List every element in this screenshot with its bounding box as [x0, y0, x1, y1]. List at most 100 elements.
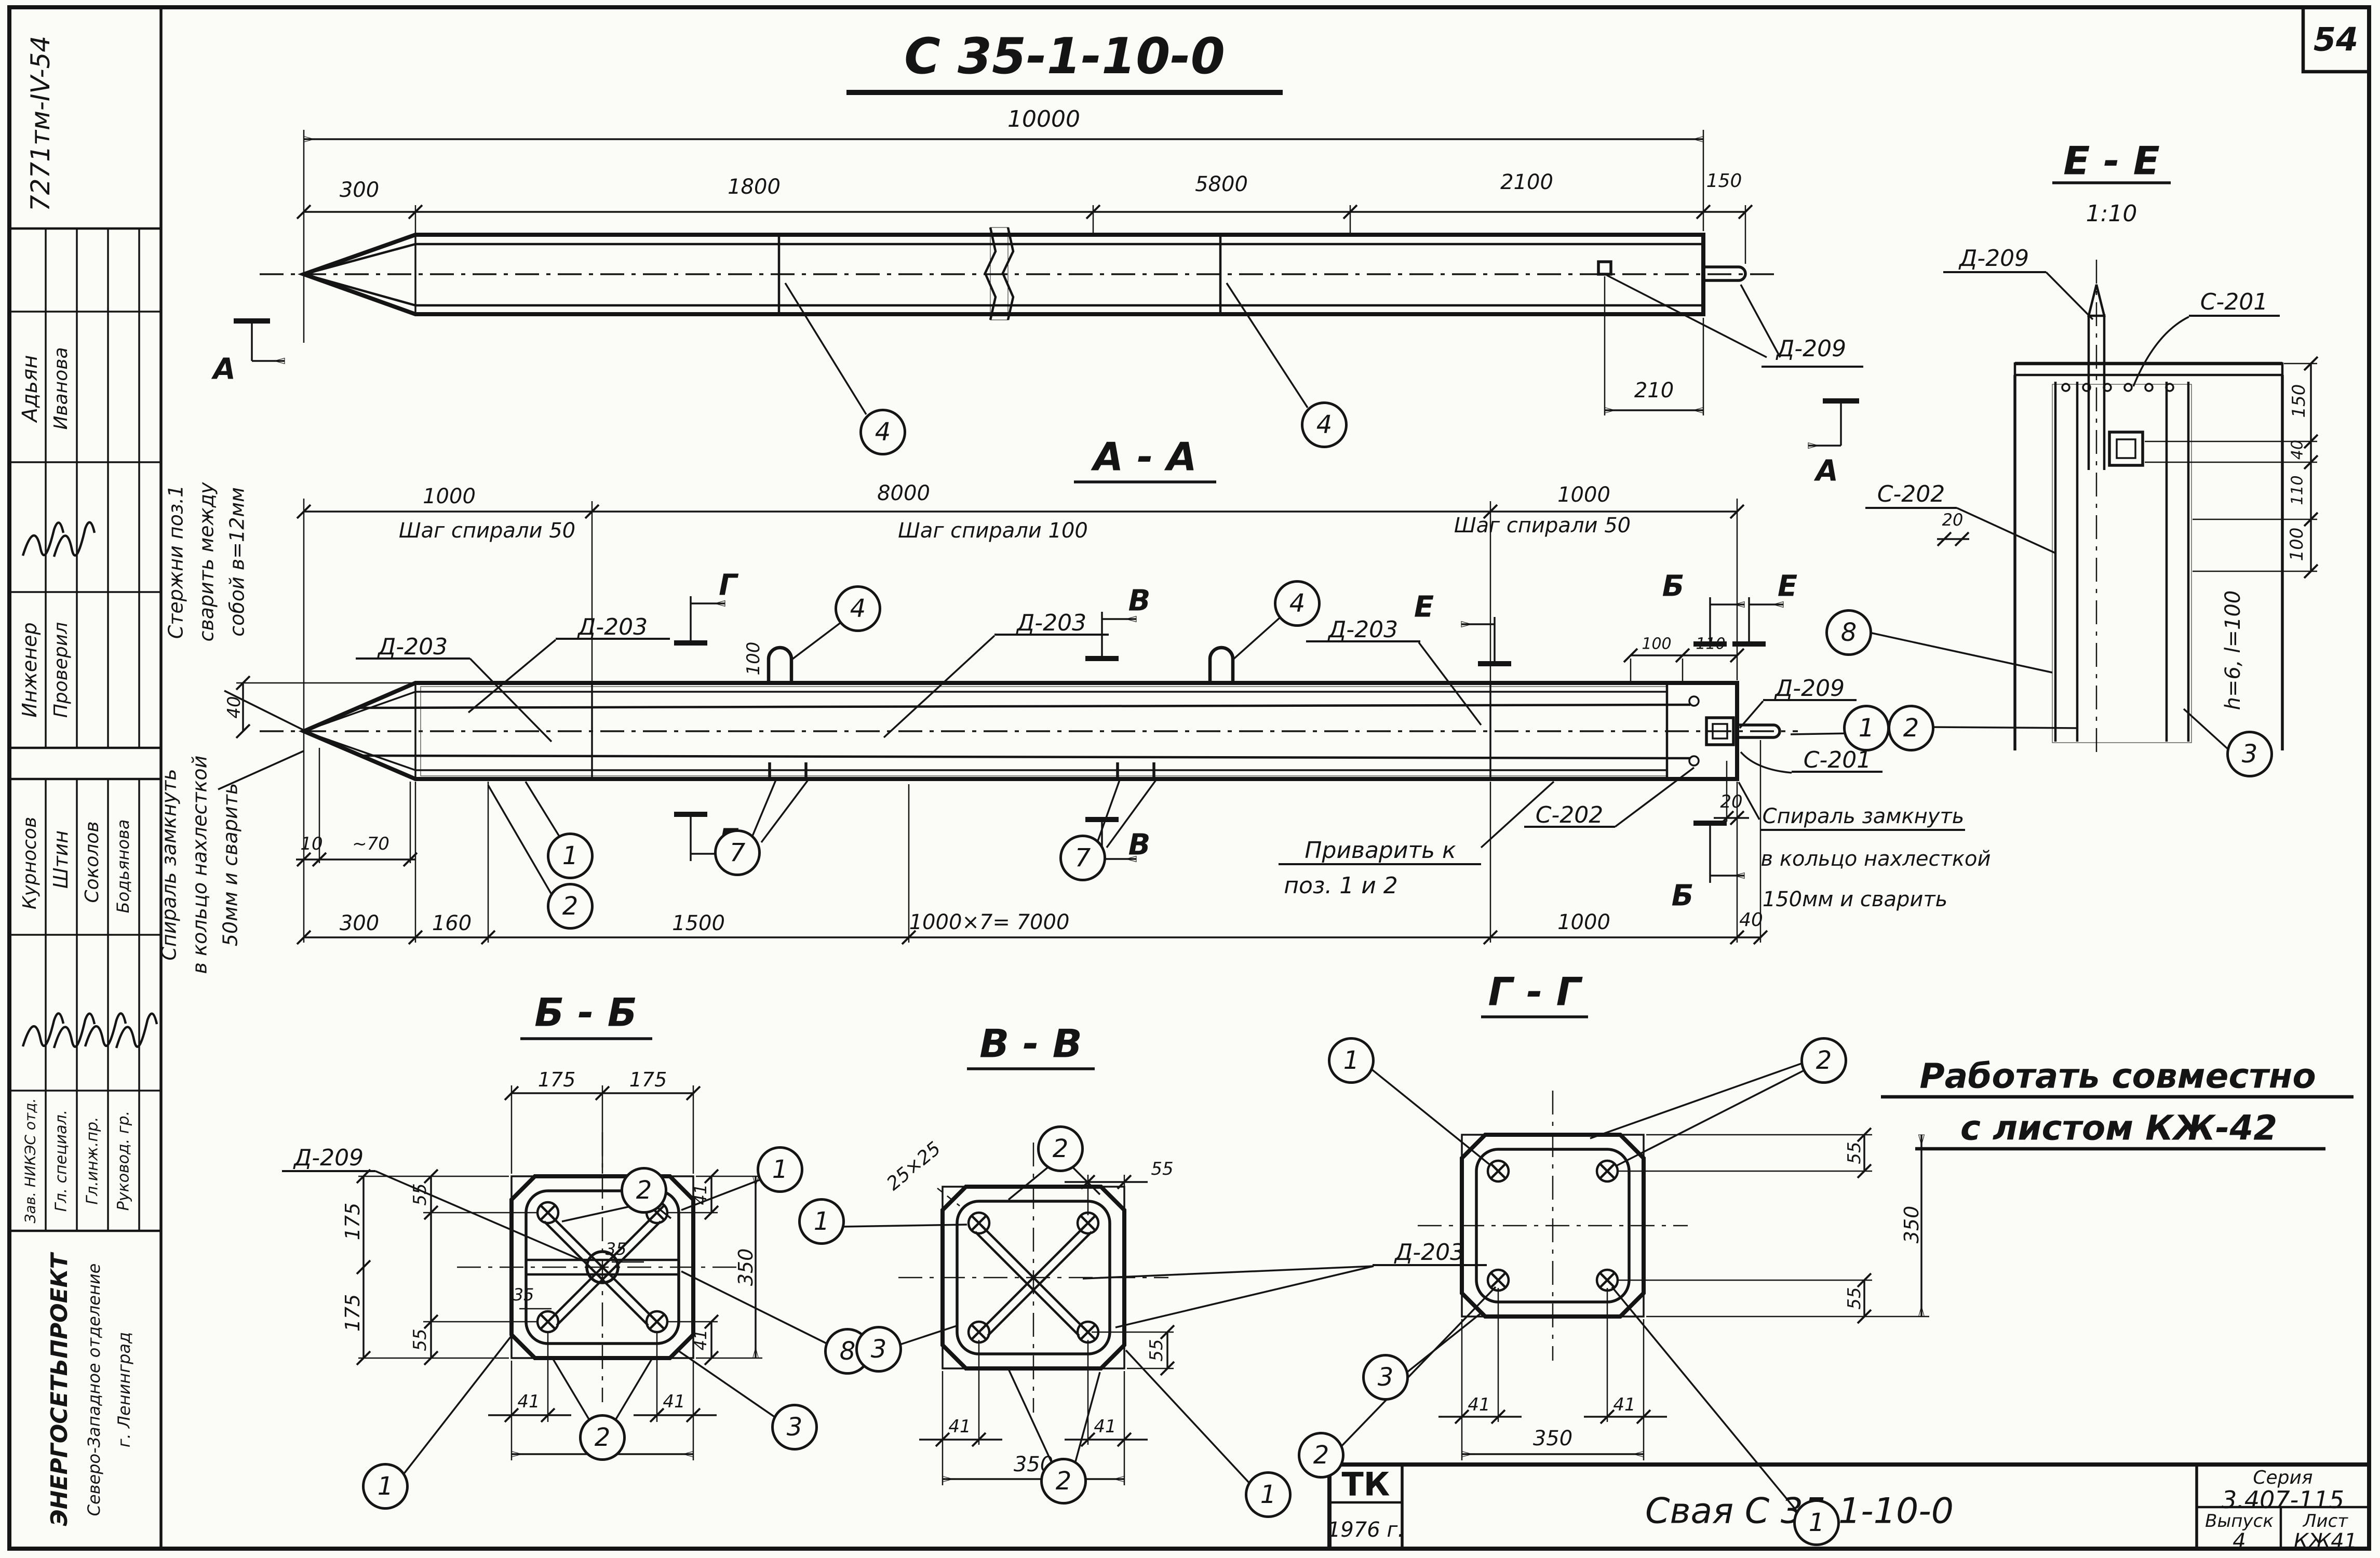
rebar-label: Д-203	[1394, 1239, 1465, 1266]
dim-label: 55	[1844, 1287, 1865, 1310]
title-block-sheet-label: Лист	[2303, 1511, 2348, 1532]
balloon: 1	[1843, 705, 1890, 751]
dim-label: 41	[517, 1391, 540, 1413]
stamp-grid	[9, 227, 161, 1232]
dim-label: 150	[1706, 170, 1742, 192]
dim-label: 175	[629, 1068, 667, 1092]
dim-label: 8000	[877, 481, 930, 505]
signature-mark	[52, 1012, 96, 1049]
section-marker-letter: А	[1816, 454, 1838, 488]
balloon: 7	[1059, 835, 1106, 881]
balloon: 1	[1245, 1471, 1292, 1518]
balloon: 4	[1301, 401, 1348, 448]
balloon: 2	[547, 883, 594, 930]
drawing-title: С 35-1-10-0	[904, 28, 1225, 86]
dim-label: 1000	[1557, 910, 1610, 934]
section-gg	[1339, 1015, 1929, 1513]
section-ee	[1865, 181, 2319, 758]
balloon: 4	[835, 585, 881, 632]
balloon: 1	[1793, 1499, 1840, 1546]
rebar-label: Д-209	[1776, 335, 1847, 362]
dim-label: 1000	[423, 485, 476, 508]
dim-label: 55	[410, 1183, 431, 1206]
stamp-role: Зав. НИКЭС отд.	[21, 1098, 39, 1224]
balloon: 1	[547, 832, 594, 879]
rebar-label: Д-203	[577, 613, 648, 640]
dim-label: 40	[224, 696, 245, 719]
dim-label: 2100	[1500, 170, 1553, 194]
org-city: г. Ленинград	[114, 1332, 135, 1448]
balloon: 1	[1328, 1037, 1375, 1084]
dim-label: 1800	[728, 175, 781, 199]
title-block-issue: 4	[2233, 1529, 2246, 1553]
dim-label: 1000	[1557, 483, 1610, 507]
signature-mark	[115, 1012, 158, 1049]
dim-label: 10	[300, 834, 323, 855]
title-block-tk: ТК	[1341, 1465, 1390, 1503]
dim-label: 1000×7= 7000	[909, 910, 1070, 934]
section-scale: 1:10	[2086, 200, 2137, 227]
section-marker-letter: В	[1128, 828, 1151, 862]
balloon: 2	[621, 1167, 667, 1214]
note-underlines	[846, 90, 2354, 1151]
weld-spec-note: h=6, l=100	[2221, 590, 2245, 710]
dim-label: 41	[691, 1329, 711, 1351]
dim-label: 55	[1151, 1159, 1174, 1180]
note-line: Стержни поз.1	[164, 485, 187, 639]
spiral-note: Спираль замкнуть в кольцо нахлесткой 50м…	[154, 756, 246, 974]
balloon: 2	[1040, 1458, 1087, 1505]
balloon: 7	[714, 829, 761, 876]
spiral-step-note: Шаг спирали 50	[1454, 514, 1631, 538]
dim-label: 100	[2287, 527, 2308, 561]
balloon: 1	[362, 1463, 409, 1510]
signature-mark	[21, 521, 65, 556]
dim-label: 210	[1634, 379, 1674, 402]
balloon: 2	[1800, 1037, 1847, 1084]
note-line: собой в=12мм	[225, 487, 249, 637]
section-title: Б - Б	[534, 989, 637, 1036]
rebar-label: Д-209	[293, 1144, 364, 1171]
rebar-label: С-201	[1803, 746, 1872, 773]
balloon: 1	[798, 1198, 845, 1245]
balloon: 3	[2226, 731, 2273, 777]
section-title: В - В	[979, 1020, 1082, 1067]
spiral-note-line: в кольцо нахлесткой	[1760, 847, 1991, 871]
section-title: А - А	[1093, 434, 1197, 480]
page-number: 54	[2313, 20, 2359, 59]
title-block-lines	[1327, 1462, 2371, 1551]
dim-label: 55	[1844, 1141, 1865, 1164]
dim-label: 350	[734, 1248, 758, 1286]
section-marker-letter: Б	[1662, 569, 1685, 603]
section-vv	[841, 1067, 1487, 1485]
stamp-role: Инженер	[18, 622, 42, 718]
spiral-step-note: Шаг спирали 50	[398, 519, 576, 543]
stamp-role: Гл.инж.пр.	[83, 1117, 102, 1205]
spiral-step-note: Шаг спирали 100	[898, 519, 1088, 543]
rebar-label: Д-203	[378, 633, 448, 660]
balloon: 2	[1298, 1432, 1344, 1479]
dim-label: 41	[948, 1416, 971, 1438]
dim-label: 300	[339, 911, 380, 935]
note-line: Спираль замкнуть	[157, 769, 181, 961]
weld-note: Стержни поз.1 сварить между собой в=12мм	[161, 482, 253, 641]
dim-label: 175	[341, 1202, 365, 1241]
title-block-year: 1976 г.	[1327, 1518, 1405, 1542]
pile-elevation	[234, 130, 1863, 446]
note-line: сварить между	[195, 482, 218, 642]
dim-label: 41	[691, 1184, 711, 1205]
signature-mark	[84, 1012, 127, 1047]
section-marker-letter: Б	[1671, 879, 1694, 913]
note-line: 50мм и сварить	[219, 783, 242, 947]
balloon: 4	[859, 409, 906, 455]
section-marker-letter: Е	[1414, 590, 1434, 624]
signature-mark	[52, 521, 96, 557]
doc-code: 7271тм-IV-54	[25, 35, 56, 212]
org-branch: Северо-Западное отделение	[84, 1263, 104, 1516]
dim-label: 40	[2288, 439, 2307, 460]
balloon: 3	[1362, 1354, 1409, 1401]
dim-label: 110	[2288, 475, 2307, 505]
spiral-note-line: 150мм и сварить	[1762, 888, 1948, 911]
balloon: 3	[855, 1326, 902, 1373]
stamp-name: Курносов	[19, 816, 41, 910]
rebar-label: С-202	[1535, 801, 1604, 828]
